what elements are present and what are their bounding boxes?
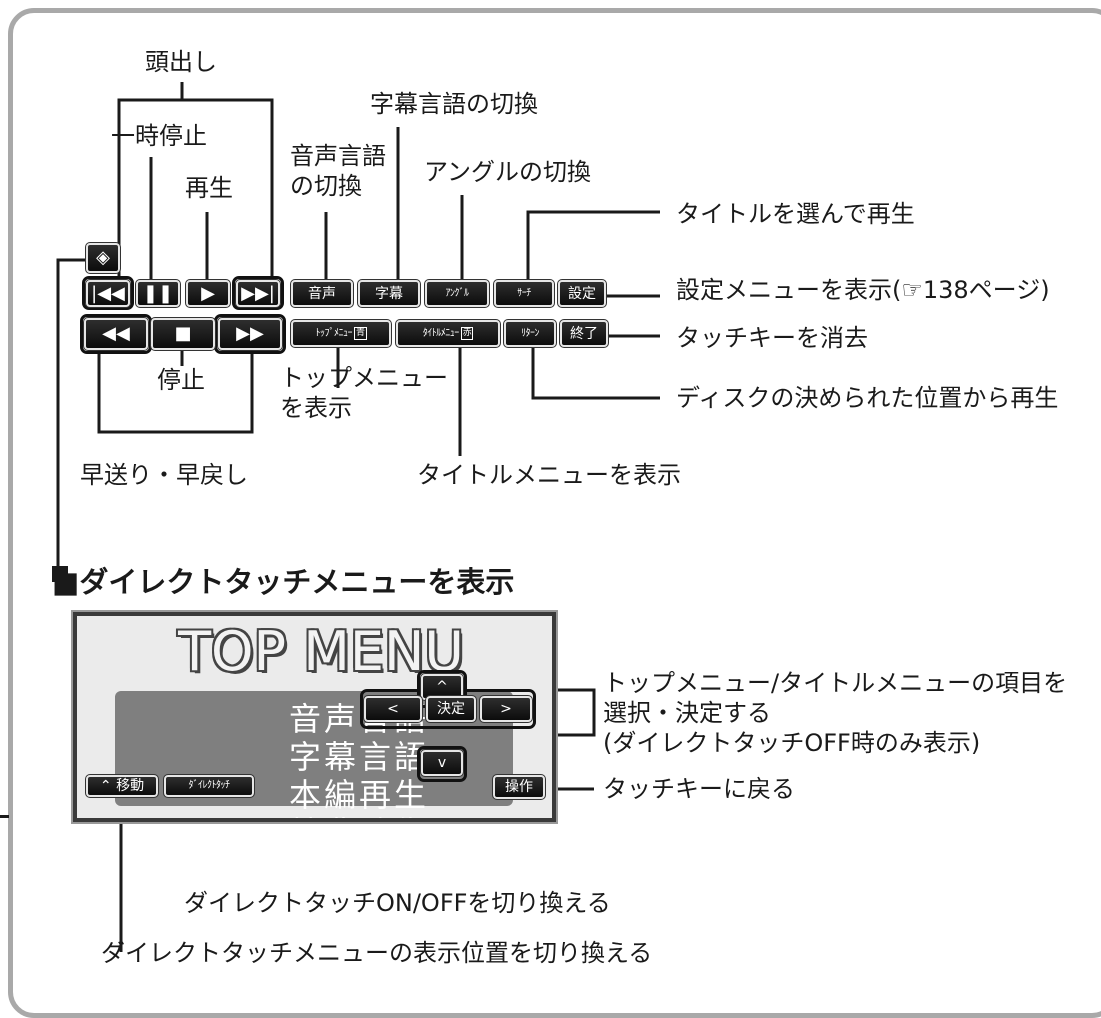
end-button[interactable]: 終了 <box>559 319 609 348</box>
rewind-icon: ◀◀ <box>102 323 130 344</box>
enter-button[interactable]: 決定 <box>425 695 477 723</box>
menu-item-bonus[interactable]: 特典映像 <box>289 814 429 818</box>
screen-title: TOP MENU <box>178 620 464 683</box>
chevron-up-icon: ^ <box>436 679 448 695</box>
right-button[interactable]: > <box>479 695 533 723</box>
label-ff-rew: 早送り・早戻し <box>80 461 248 489</box>
pause-button[interactable]: ❚❚ <box>135 279 181 308</box>
play-icon: ▶ <box>201 282 215 304</box>
title-menu-button[interactable]: ﾀｲﾄﾙﾒﾆｭｰ赤 <box>395 319 501 348</box>
stop-button[interactable]: ■ <box>150 317 216 351</box>
fast-forward-button[interactable]: ▶▶ <box>217 317 283 351</box>
return-button[interactable]: ﾘﾀｰﾝ <box>503 319 557 348</box>
label-title-menu: タイトルメニューを表示 <box>417 461 681 489</box>
ring-rew <box>80 314 152 354</box>
label-title-select: タイトルを選んで再生 <box>676 200 915 228</box>
label-item-select: トップメニュー/タイトルメニューの項目を 選択・決定する (ダイレクトタッチOF… <box>603 669 1068 757</box>
stop-icon: ■ <box>174 323 192 344</box>
label-erase-keys: タッチキーを消去 <box>676 324 868 352</box>
ring-ff <box>214 314 286 354</box>
chevron-down-icon: v <box>437 755 447 771</box>
skip-back-icon: |◀◀ <box>91 282 125 304</box>
ring-prev <box>82 276 134 310</box>
label-subtitle-lang: 字幕言語の切換 <box>370 90 538 118</box>
ring-next <box>232 276 284 310</box>
down-button[interactable]: v <box>420 749 464 777</box>
section-heading: ■ダイレクトタッチメニューを表示 <box>52 565 515 599</box>
chevron-left-icon: < <box>387 701 399 717</box>
menu-item-main[interactable]: 本編再生 <box>289 776 430 814</box>
skip-forward-icon: ▶▶| <box>241 282 275 304</box>
label-disc-position: ディスクの決められた位置から再生 <box>676 384 1059 412</box>
ring-down <box>417 746 467 782</box>
label-direct-touch-toggle: ダイレクトタッチON/OFFを切り換える <box>184 889 611 917</box>
label-back-to-keys: タッチキーに戻る <box>603 775 795 803</box>
page-frame <box>8 8 1101 1018</box>
up-button[interactable]: ^ <box>420 673 464 701</box>
audio-button[interactable]: 音声 <box>290 279 354 308</box>
direct-touch-button[interactable]: ﾀﾞｲﾚｸﾄﾀｯﾁ <box>163 774 255 798</box>
top-menu-button[interactable]: ﾄｯﾌﾟﾒﾆｭｰ青 <box>290 319 392 348</box>
pause-icon: ❚❚ <box>142 282 174 304</box>
label-stop: 停止 <box>157 366 205 394</box>
label-audio-lang: 音声言語 の切換 <box>290 142 386 200</box>
label-play: 再生 <box>185 174 233 202</box>
move-button[interactable]: ⌃ 移動 <box>85 774 159 798</box>
label-pause: 一時停止 <box>111 122 207 150</box>
top-menu-button-label: ﾄｯﾌﾟﾒﾆｭｰ <box>315 327 352 339</box>
search-button[interactable]: ｻｰﾁ <box>493 279 555 308</box>
operate-button[interactable]: 操作 <box>492 774 546 800</box>
prev-chapter-button[interactable]: |◀◀ <box>85 279 131 308</box>
direct-touch-key[interactable]: ◈ <box>85 242 121 274</box>
red-tag: 赤 <box>460 327 474 340</box>
chevron-right-icon: > <box>500 701 512 717</box>
label-menu-position: ダイレクトタッチメニューの表示位置を切り換える <box>101 939 653 967</box>
subtitle-button[interactable]: 字幕 <box>357 279 421 308</box>
left-button[interactable]: < <box>363 695 423 723</box>
next-chapter-button[interactable]: ▶▶| <box>235 279 281 308</box>
blue-tag: 青 <box>353 327 367 340</box>
title-menu-button-label: ﾀｲﾄﾙﾒﾆｭｰ <box>422 327 460 339</box>
angle-button[interactable]: ｱﾝｸﾞﾙ <box>424 279 490 308</box>
margin-mark <box>0 815 9 818</box>
label-chapter-skip: 頭出し <box>145 48 217 76</box>
rewind-button[interactable]: ◀◀ <box>83 317 149 351</box>
label-settings: 設定メニューを表示(☞138ページ) <box>676 276 1050 304</box>
fast-forward-icon: ▶▶ <box>236 323 264 344</box>
play-button[interactable]: ▶ <box>185 279 231 308</box>
settings-button[interactable]: 設定 <box>557 279 607 308</box>
direct-touch-icon: ◈ <box>96 247 110 268</box>
menu-item-subtitle[interactable]: 字幕言語 <box>289 738 430 776</box>
label-angle: アングルの切換 <box>424 158 592 186</box>
label-top-menu: トップメニュー を表示 <box>280 364 448 422</box>
